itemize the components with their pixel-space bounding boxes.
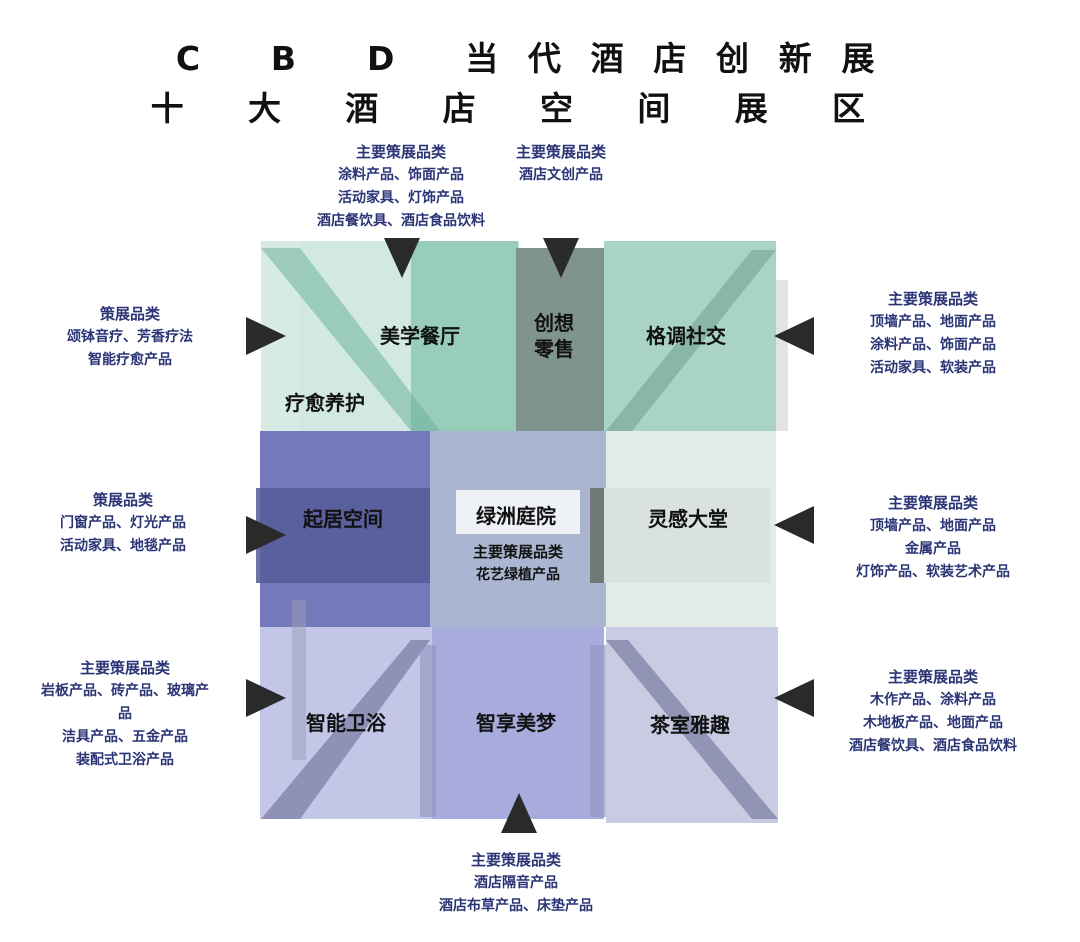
- zone-courtyard-box: [456, 490, 580, 534]
- caption-dining-line: 活动家具、灯饰产品: [338, 190, 464, 206]
- zone-label-courtyard: 绿洲庭院: [476, 504, 556, 528]
- arrow-down-retail: [543, 238, 579, 278]
- caption-sleep-line: 酒店隔音产品: [474, 875, 558, 891]
- caption-tea: 主要策展品类 木作产品、涂料产品 木地板产品、地面产品 酒店餐饮具、酒店食品饮料: [828, 666, 1038, 758]
- caption-retail: 主要策展品类 酒店文创产品: [500, 141, 622, 187]
- arrow-right-living: [246, 516, 286, 554]
- arrow-left-social: [774, 317, 814, 355]
- caption-bath-line: 洁具产品、五金产品: [62, 729, 188, 745]
- caption-living-line: 活动家具、地毯产品: [60, 538, 186, 554]
- caption-healing-line: 颂钵音疗、芳香疗法: [67, 329, 193, 345]
- caption-social-line: 涂料产品、饰面产品: [870, 337, 996, 353]
- zone-label-retail-line1: 创想: [534, 311, 574, 335]
- zone-label-tea: 茶室雅趣: [650, 713, 730, 737]
- caption-social: 主要策展品类 顶墙产品、地面产品 涂料产品、饰面产品 活动家具、软装产品: [843, 288, 1023, 380]
- arrow-down-dining: [384, 238, 420, 278]
- caption-dining-line: 酒店餐饮具、酒店食品饮料: [317, 213, 485, 229]
- caption-healing: 策展品类 颂钵音疗、芳香疗法 智能疗愈产品: [40, 303, 220, 372]
- zone-living-inner: [256, 488, 456, 583]
- caption-lobby-line: 顶墙产品、地面产品: [870, 518, 996, 534]
- caption-tea-line: 酒店餐饮具、酒店食品饮料: [849, 738, 1017, 754]
- caption-bath-line: 品: [118, 706, 132, 722]
- zone-label-retail: 创想 零售: [534, 310, 574, 362]
- caption-dining-heading: 主要策展品类: [355, 143, 446, 161]
- caption-social-heading: 主要策展品类: [887, 290, 978, 308]
- caption-bath: 主要策展品类 岩板产品、砖产品、玻璃产 品 洁具产品、五金产品 装配式卫浴产品: [20, 657, 230, 772]
- caption-dining-line: 涂料产品、饰面产品: [338, 167, 464, 183]
- caption-social-line: 顶墙产品、地面产品: [870, 314, 996, 330]
- caption-lobby-line: 金属产品: [905, 541, 961, 557]
- zone-lobby-inner: [590, 488, 770, 583]
- title-line-1: C B D 当代酒店创新展: [175, 39, 905, 78]
- caption-courtyard-line: 花艺绿植产品: [476, 567, 560, 583]
- zone-label-healing: 疗愈养护: [285, 391, 365, 415]
- caption-healing-heading: 策展品类: [99, 305, 160, 323]
- arrow-right-bath: [246, 679, 286, 717]
- caption-sleep-heading: 主要策展品类: [470, 851, 561, 869]
- caption-social-line: 活动家具、软装产品: [870, 360, 996, 376]
- arrow-left-tea: [774, 679, 814, 717]
- caption-living-line: 门窗产品、灯光产品: [60, 515, 186, 531]
- zone-label-bath: 智能卫浴: [306, 711, 386, 735]
- caption-lobby: 主要策展品类 顶墙产品、地面产品 金属产品 灯饰产品、软装艺术产品: [833, 492, 1033, 584]
- caption-retail-heading: 主要策展品类: [515, 143, 606, 161]
- caption-dining: 主要策展品类 涂料产品、饰面产品 活动家具、灯饰产品 酒店餐饮具、酒店食品饮料: [290, 141, 512, 233]
- caption-healing-line: 智能疗愈产品: [88, 352, 172, 368]
- zone-label-social: 格调社交: [646, 324, 726, 348]
- zone-label-sleep: 智享美梦: [476, 711, 556, 735]
- caption-sleep: 主要策展品类 酒店隔音产品 酒店布草产品、床垫产品: [413, 849, 619, 918]
- zone-label-living: 起居空间: [303, 507, 383, 531]
- caption-lobby-heading: 主要策展品类: [887, 494, 978, 512]
- caption-bath-line: 岩板产品、砖产品、玻璃产: [41, 683, 209, 699]
- caption-tea-line: 木地板产品、地面产品: [863, 715, 1003, 731]
- arrow-left-lobby: [774, 506, 814, 544]
- caption-bath-heading: 主要策展品类: [79, 659, 170, 677]
- arrow-right-healing: [246, 317, 286, 355]
- caption-tea-heading: 主要策展品类: [887, 668, 978, 686]
- arrow-up-sleep: [501, 793, 537, 833]
- caption-lobby-line: 灯饰产品、软装艺术产品: [856, 564, 1010, 580]
- zone-label-lobby: 灵感大堂: [648, 507, 728, 531]
- caption-courtyard-heading: 主要策展品类: [472, 543, 563, 561]
- title-line-2: 十大酒店空间展区: [150, 89, 930, 128]
- caption-retail-line: 酒店文创产品: [519, 167, 603, 183]
- zone-label-retail-line2: 零售: [534, 337, 574, 361]
- caption-sleep-line: 酒店布草产品、床垫产品: [439, 898, 593, 914]
- caption-living: 策展品类 门窗产品、灯光产品 活动家具、地毯产品: [33, 489, 213, 558]
- caption-courtyard: 主要策展品类 花艺绿植产品: [452, 541, 584, 587]
- caption-tea-line: 木作产品、涂料产品: [870, 692, 996, 708]
- caption-living-heading: 策展品类: [92, 491, 153, 509]
- caption-bath-line: 装配式卫浴产品: [76, 752, 174, 768]
- zone-label-dining: 美学餐厅: [380, 324, 460, 348]
- zone-sleep-bg: [432, 627, 604, 819]
- zone-retail-bg: [516, 248, 606, 431]
